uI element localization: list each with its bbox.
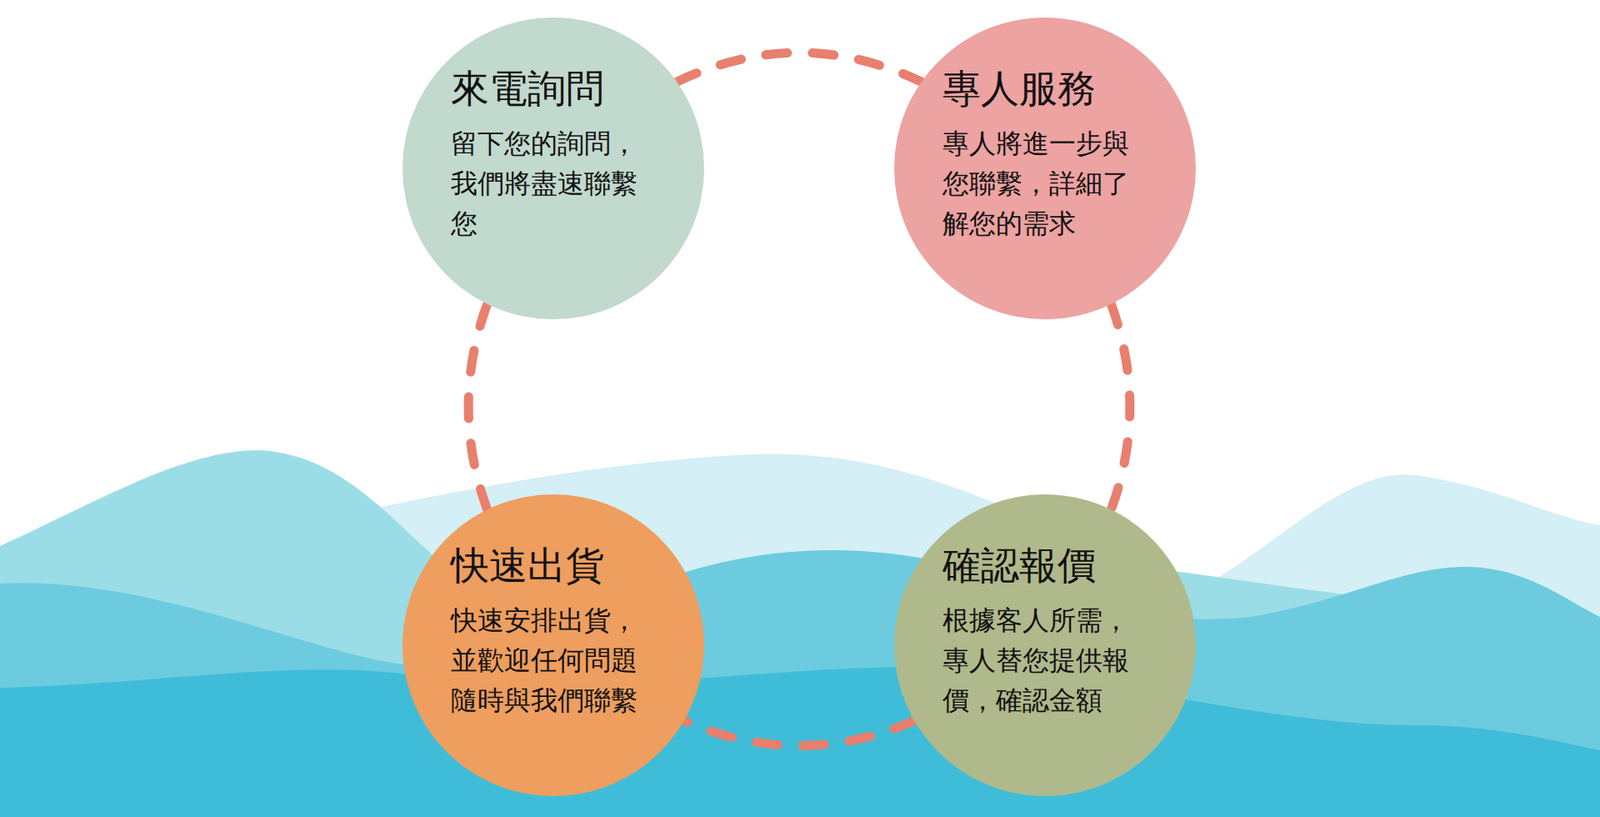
step-circle: 確認報價根據客人所需， 專人替您提供報 價，確認金額 [894, 494, 1196, 796]
step-circle: 專人服務專人將進一步與 您聯繫，詳細了 解您的需求 [894, 17, 1196, 320]
wave [0, 550, 1600, 817]
dashed-connector [468, 304, 488, 510]
step-title: 確認報價 [942, 542, 1196, 589]
step-circle: 來電詢問留下您的詢問， 我們將盡速聯繫 您 [402, 17, 705, 320]
step-description: 根據客人所需， 專人替您提供報 價，確認金額 [942, 600, 1141, 720]
wave [0, 666, 1600, 817]
dashed-connector [1110, 304, 1130, 510]
step-description: 專人將進一步與 您聯繫，詳細了 解您的需求 [942, 123, 1141, 244]
circle-fill [402, 17, 705, 320]
dashed-connector [684, 720, 915, 746]
circle-fill [894, 494, 1196, 796]
step-description: 留下您的詢問， 我們將盡速聯繫 您 [450, 123, 650, 244]
text-holder: 來電詢問留下您的詢問， 我們將盡速聯繫 您 [402, 17, 705, 244]
text-holder: 專人服務專人將進一步與 您聯繫，詳細了 解您的需求 [894, 17, 1196, 244]
text-holder: 快速出貨快速安排出貨， 並歡迎任何問題 隨時與我們聯繫 [402, 494, 705, 720]
step-title: 專人服務 [942, 65, 1196, 112]
step-title: 來電詢問 [450, 65, 705, 112]
wave [0, 450, 1600, 817]
circle-fill [402, 494, 705, 796]
dashed-connector [676, 52, 921, 82]
step-title: 快速出貨 [450, 542, 705, 589]
step-description: 快速安排出貨， 並歡迎任何問題 隨時與我們聯繫 [450, 600, 650, 720]
text-holder: 確認報價根據客人所需， 專人替您提供報 價，確認金額 [894, 494, 1196, 720]
step-circle: 快速出貨快速安排出貨， 並歡迎任何問題 隨時與我們聯繫 [402, 494, 705, 796]
circle-fill [894, 17, 1196, 320]
